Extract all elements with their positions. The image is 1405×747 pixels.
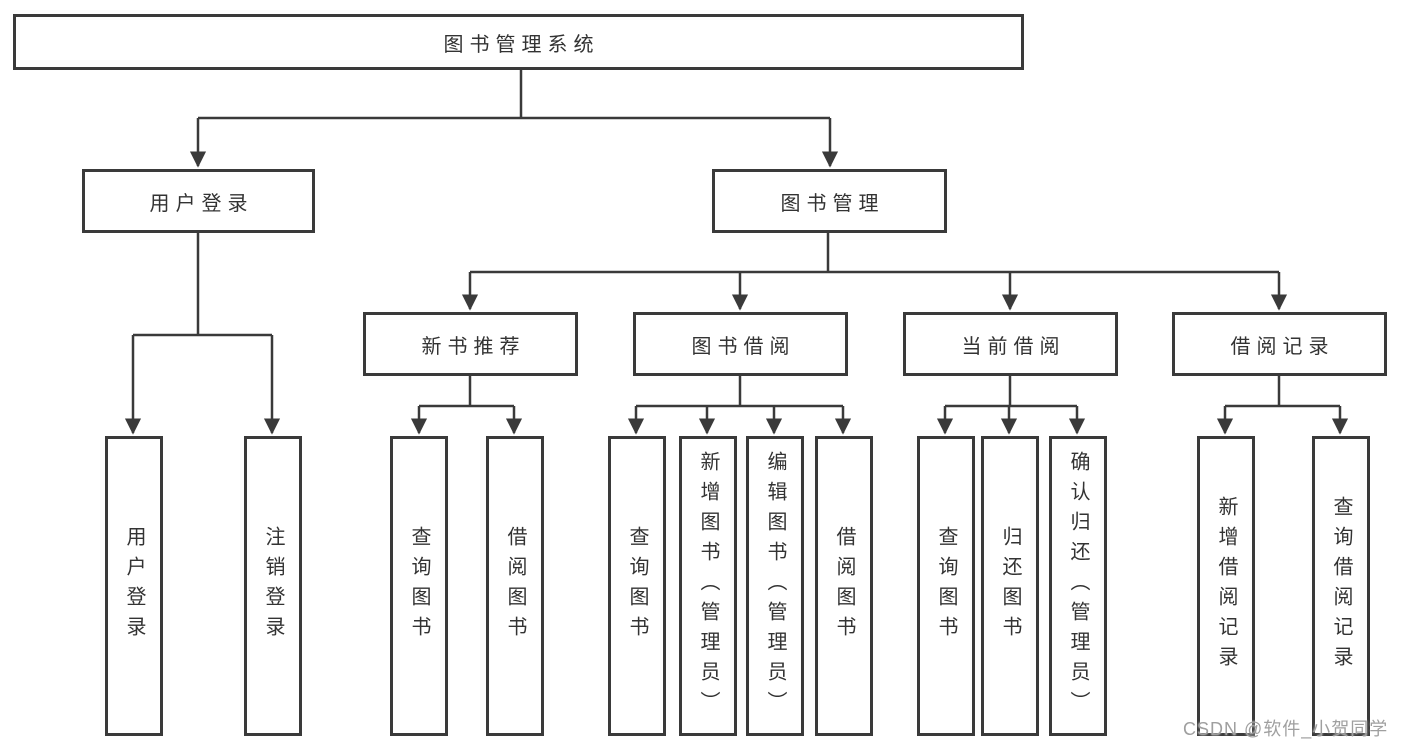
- node-borrow-records-label: 借阅记录: [1230, 335, 1335, 358]
- leaf-add-borrow-record: 新增借阅记录: [1197, 436, 1255, 736]
- leaf-query-borrow-record-label: 查询借阅记录: [1330, 496, 1352, 676]
- leaf-add-borrow-record-label: 新增借阅记录: [1215, 496, 1237, 676]
- leaf-borrow-books-1-label: 借阅图书: [504, 526, 526, 646]
- leaf-return-books: 归还图书: [981, 436, 1039, 736]
- node-book-management: 图书管理: [712, 169, 947, 233]
- node-library-system-label: 图书管理系统: [443, 33, 600, 56]
- node-new-book-recommend: 新书推荐: [363, 312, 578, 376]
- node-book-borrow: 图书借阅: [633, 312, 848, 376]
- leaf-logout: 注销登录: [244, 436, 302, 736]
- connector-segments: [133, 70, 1340, 408]
- leaf-query-books-1-label: 查询图书: [408, 526, 430, 646]
- leaf-borrow-books-2-label: 借阅图书: [833, 526, 855, 646]
- leaf-edit-book-admin: 编辑图书（管理员）: [746, 436, 804, 736]
- node-user-login: 用户登录: [82, 169, 315, 233]
- leaf-query-books-1: 查询图书: [390, 436, 448, 736]
- leaf-borrow-books-2: 借阅图书: [815, 436, 873, 736]
- leaf-borrow-books-1: 借阅图书: [486, 436, 544, 736]
- node-book-management-label: 图书管理: [780, 192, 885, 215]
- leaf-add-book-admin: 新增图书（管理员）: [679, 436, 737, 736]
- leaf-query-books-2-label: 查询图书: [626, 526, 648, 646]
- node-library-system: 图书管理系统: [13, 14, 1024, 70]
- node-new-book-recommend-label: 新书推荐: [421, 335, 526, 358]
- leaf-confirm-return-admin-label: 确认归还（管理员）: [1067, 451, 1089, 721]
- leaf-user-login: 用户登录: [105, 436, 163, 736]
- node-borrow-records: 借阅记录: [1172, 312, 1387, 376]
- leaf-query-books-3: 查询图书: [917, 436, 975, 736]
- leaf-add-book-admin-label: 新增图书（管理员）: [697, 451, 719, 721]
- leaf-return-books-label: 归还图书: [999, 526, 1021, 646]
- node-current-borrow-label: 当前借阅: [961, 335, 1066, 358]
- node-current-borrow: 当前借阅: [903, 312, 1118, 376]
- csdn-watermark: CSDN @软件_小贺同学: [1183, 719, 1389, 739]
- leaf-query-books-2: 查询图书: [608, 436, 666, 736]
- leaf-query-books-3-label: 查询图书: [935, 526, 957, 646]
- leaf-logout-label: 注销登录: [262, 526, 284, 646]
- leaf-user-login-label: 用户登录: [123, 526, 145, 646]
- leaf-confirm-return-admin: 确认归还（管理员）: [1049, 436, 1107, 736]
- leaf-query-borrow-record: 查询借阅记录: [1312, 436, 1370, 736]
- node-user-login-label: 用户登录: [149, 192, 254, 215]
- node-book-borrow-label: 图书借阅: [691, 335, 796, 358]
- leaf-edit-book-admin-label: 编辑图书（管理员）: [764, 451, 786, 721]
